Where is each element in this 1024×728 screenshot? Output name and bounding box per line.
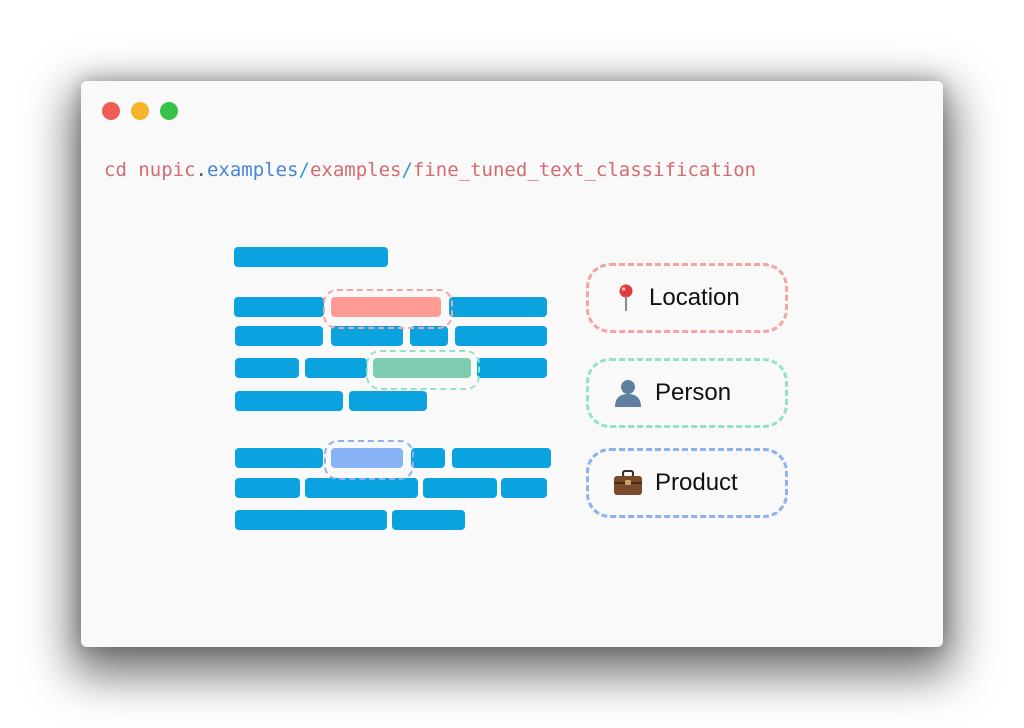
command-part-examples: examples [206,159,299,181]
command-line: cd nupic.examples/examples/fine_tuned_te… [104,158,756,182]
text-line-bar [235,510,387,530]
location-highlight-ring [323,289,453,329]
text-line-bar [452,448,551,468]
command-part-slash: / [401,159,413,181]
text-line-bar [234,297,324,317]
text-line-bar [449,297,547,317]
text-line-bar [305,358,367,378]
text-line-bar [235,448,323,468]
text-line-bar [392,510,465,530]
text-line-bar [235,326,323,346]
maximize-button[interactable] [160,102,178,120]
command-part-folder: fine_tuned_text_classification [412,159,757,181]
text-line-bar [235,478,300,498]
text-line-bar [331,326,403,346]
text-line-bar [305,478,418,498]
text-line-bar [455,326,547,346]
product-highlight-ring [324,440,414,480]
person-icon [615,380,641,407]
close-button[interactable] [102,102,120,120]
text-line-bar [411,448,445,468]
person-tag: Person [586,358,788,428]
text-line-bar [477,358,547,378]
text-line-bar [235,391,343,411]
minimize-button[interactable] [131,102,149,120]
terminal-window: cd nupic.examples/examples/fine_tuned_te… [81,81,943,647]
text-line-bar [234,247,388,267]
pin-icon [619,284,633,311]
text-line-bar [423,478,497,498]
person-highlight-ring [366,350,480,390]
text-line-bar [235,358,299,378]
tag-label-location: Location [649,284,740,311]
product-tag: Product [586,448,788,518]
briefcase-icon [614,470,642,495]
location-tag: Location [586,263,788,333]
command-part-dot: . [195,159,207,181]
tag-label-person: Person [655,379,732,406]
location-highlight [331,297,441,317]
text-line-bar [349,391,427,411]
text-line-bar [410,326,448,346]
person-highlight [373,358,471,378]
text-line-bar [501,478,547,498]
tag-label-product: Product [655,469,738,496]
command-part-cd: cd nupic [104,159,196,181]
product-highlight [331,448,403,468]
command-part-slash: / [298,159,310,181]
command-part-examples-dir: examples [309,159,402,181]
